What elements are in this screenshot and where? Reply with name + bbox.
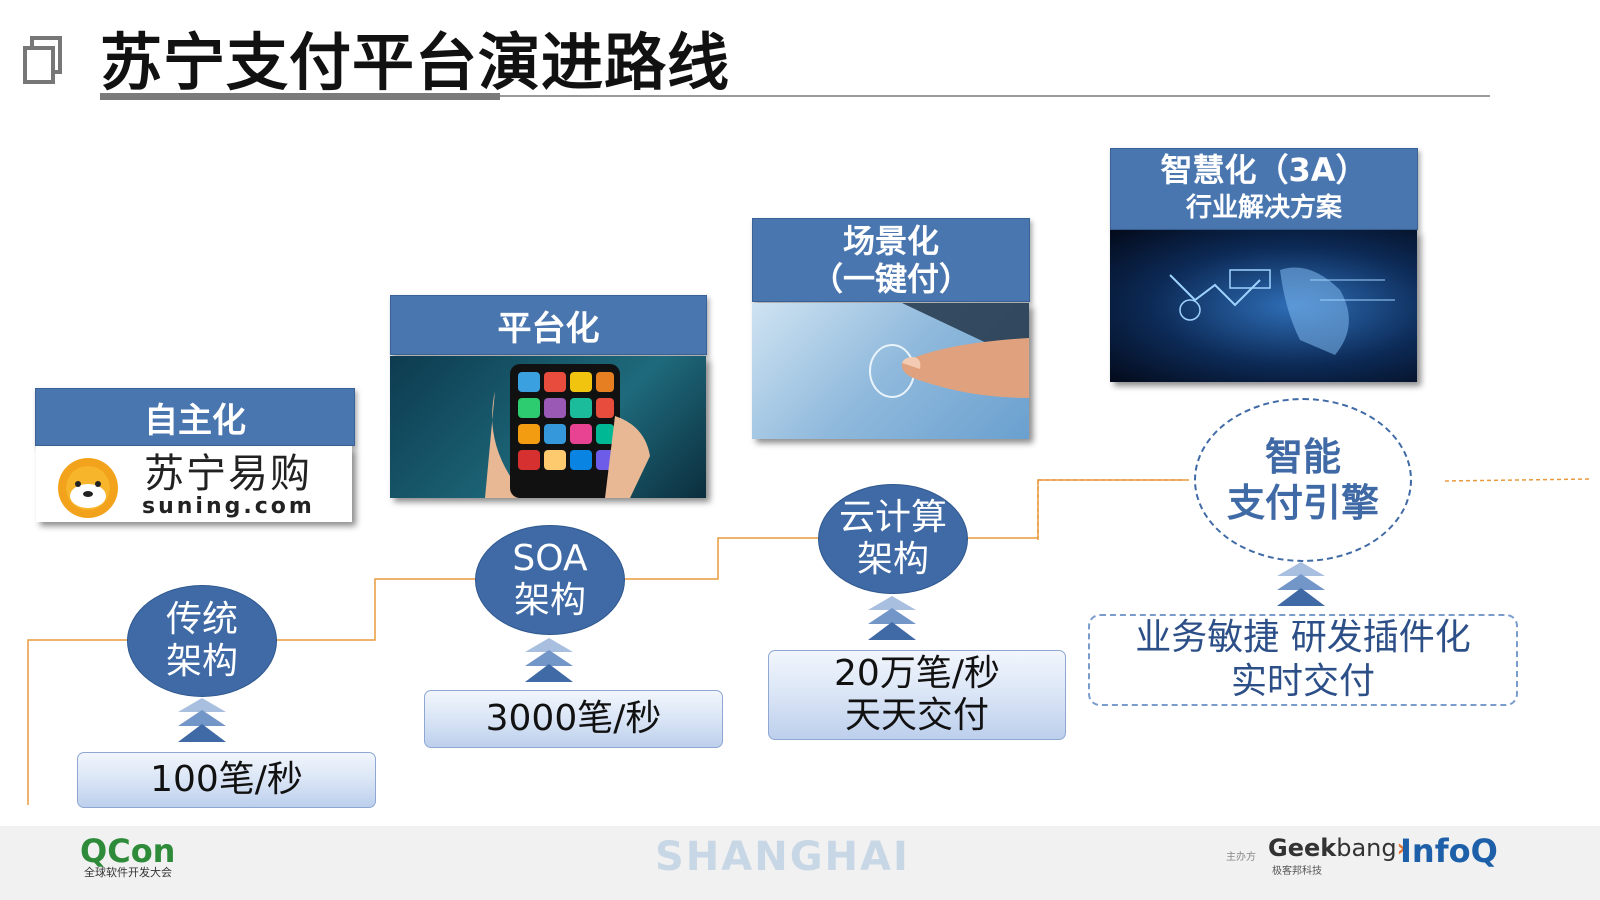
geekbang-logo-part: Geek bbox=[1268, 834, 1337, 862]
geekbang-logo-part: bang bbox=[1336, 834, 1397, 862]
stage-header-label: 自主化 bbox=[144, 400, 246, 441]
stage-header-sublabel: （一键付） bbox=[810, 260, 971, 298]
metric-100-tps: 100笔/秒 bbox=[77, 752, 376, 808]
up-arrow-icon bbox=[525, 638, 573, 682]
up-arrow-icon bbox=[1277, 562, 1325, 606]
up-arrow-icon bbox=[868, 596, 916, 640]
slide-icon bbox=[23, 36, 62, 84]
title-underline bbox=[100, 93, 500, 100]
node-label: 支付引擎 bbox=[1226, 481, 1379, 525]
up-arrow-icon bbox=[178, 698, 226, 742]
host-label: 主办方 bbox=[1226, 852, 1256, 863]
geekbang-logo: Geekbang› bbox=[1268, 834, 1407, 862]
title-rule bbox=[500, 95, 1490, 97]
infoq-logo: InfoQ bbox=[1400, 832, 1498, 870]
phone-apps-illustration bbox=[485, 364, 650, 498]
metric-agile-delivery: 业务敏捷 研发插件化 实时交付 bbox=[1088, 614, 1518, 706]
step-line-4 bbox=[1444, 478, 1591, 482]
city-label: SHANGHAI bbox=[655, 834, 910, 880]
stage-header-platform: 平台化 bbox=[390, 295, 707, 355]
data-hand-image bbox=[1110, 230, 1417, 382]
node-label: SOA bbox=[512, 538, 588, 579]
suning-logo: 苏宁易购 suning.com bbox=[36, 446, 352, 522]
finger-touch-illustration bbox=[869, 303, 1029, 398]
stage-header-autonomous: 自主化 bbox=[35, 388, 355, 446]
digital-hand-illustration bbox=[1169, 267, 1395, 355]
apps-phone-image bbox=[390, 356, 706, 498]
stage-header-sublabel: 行业解决方案 bbox=[1185, 193, 1342, 223]
page-title: 苏宁支付平台演进路线 bbox=[100, 26, 731, 99]
node-smart-payment-engine: 智能 支付引擎 bbox=[1194, 398, 1412, 562]
stage-header-scenario: 场景化 （一键付） bbox=[752, 218, 1030, 302]
stage-header-label: 场景化 bbox=[842, 222, 939, 260]
metric-label: 实时交付 bbox=[1230, 661, 1375, 702]
metric-3000-tps: 3000笔/秒 bbox=[424, 690, 723, 748]
footer-bar bbox=[0, 826, 1600, 900]
qcon-subtitle: 全球软件开发大会 bbox=[84, 866, 172, 879]
metric-label: 100笔/秒 bbox=[150, 759, 303, 800]
geekbang-subtitle: 极客邦科技 bbox=[1272, 866, 1322, 877]
node-label: 云计算 bbox=[838, 497, 947, 538]
stage-header-smart: 智慧化（3A） 行业解决方案 bbox=[1110, 148, 1418, 230]
node-cloud-architecture: 云计算 架构 bbox=[818, 484, 968, 594]
metric-200k-tps: 20万笔/秒 天天交付 bbox=[768, 650, 1066, 740]
stage-header-label: 平台化 bbox=[497, 308, 600, 349]
lion-icon bbox=[58, 458, 118, 518]
metric-label: 20万笔/秒 bbox=[834, 653, 1000, 694]
touch-screen-image bbox=[752, 303, 1029, 439]
node-label: 架构 bbox=[165, 641, 238, 682]
brand-name-cn: 苏宁易购 bbox=[144, 451, 312, 497]
stage-header-label: 智慧化（3A） bbox=[1160, 151, 1368, 189]
node-traditional-architecture: 传统 架构 bbox=[127, 585, 277, 697]
qcon-logo: QCon bbox=[80, 832, 176, 870]
node-label: 架构 bbox=[856, 539, 929, 580]
node-soa-architecture: SOA 架构 bbox=[475, 525, 625, 635]
brand-name-en: suning.com bbox=[142, 494, 315, 519]
metric-label: 业务敏捷 研发插件化 bbox=[1135, 617, 1471, 658]
node-label: 传统 bbox=[165, 599, 238, 640]
node-label: 智能 bbox=[1264, 435, 1341, 479]
metric-label: 天天交付 bbox=[844, 695, 989, 736]
node-label: 架构 bbox=[513, 580, 586, 621]
metric-label: 3000笔/秒 bbox=[485, 698, 662, 739]
